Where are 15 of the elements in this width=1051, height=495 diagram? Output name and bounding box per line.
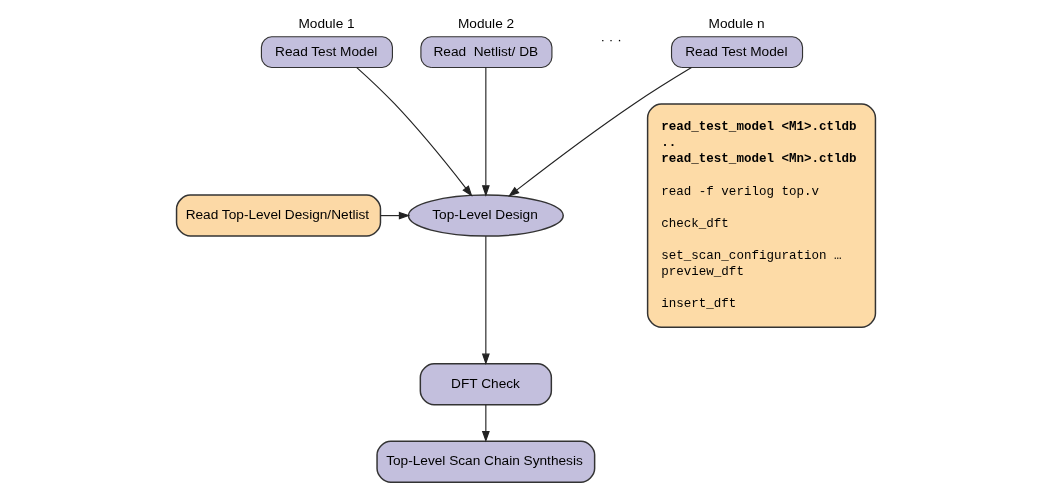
arrow xyxy=(507,67,692,197)
arrow xyxy=(379,211,410,220)
arrow xyxy=(481,67,490,197)
node-label: Module 1 xyxy=(297,16,355,32)
node-ellipse: Top-Level Design xyxy=(407,194,564,237)
node-box: DFT Check xyxy=(419,362,552,406)
node-box: read_test_model <M1>.ctldb .. read_test_model <Mn>.ctldb read -f verilog top.v check_dft set_scan_configuration … preview_dft insert_dft xyxy=(646,103,876,328)
arrow xyxy=(481,404,490,443)
node-label: Module n xyxy=(708,16,765,32)
node-box: Read Top-Level Design/Netlist xyxy=(175,194,381,237)
arrow xyxy=(355,67,472,197)
label: · · · xyxy=(600,31,622,47)
node-box: Top-Level Scan Chain Synthesis xyxy=(375,440,595,483)
arrow xyxy=(481,235,490,365)
node-label: Module 2 xyxy=(457,16,514,32)
